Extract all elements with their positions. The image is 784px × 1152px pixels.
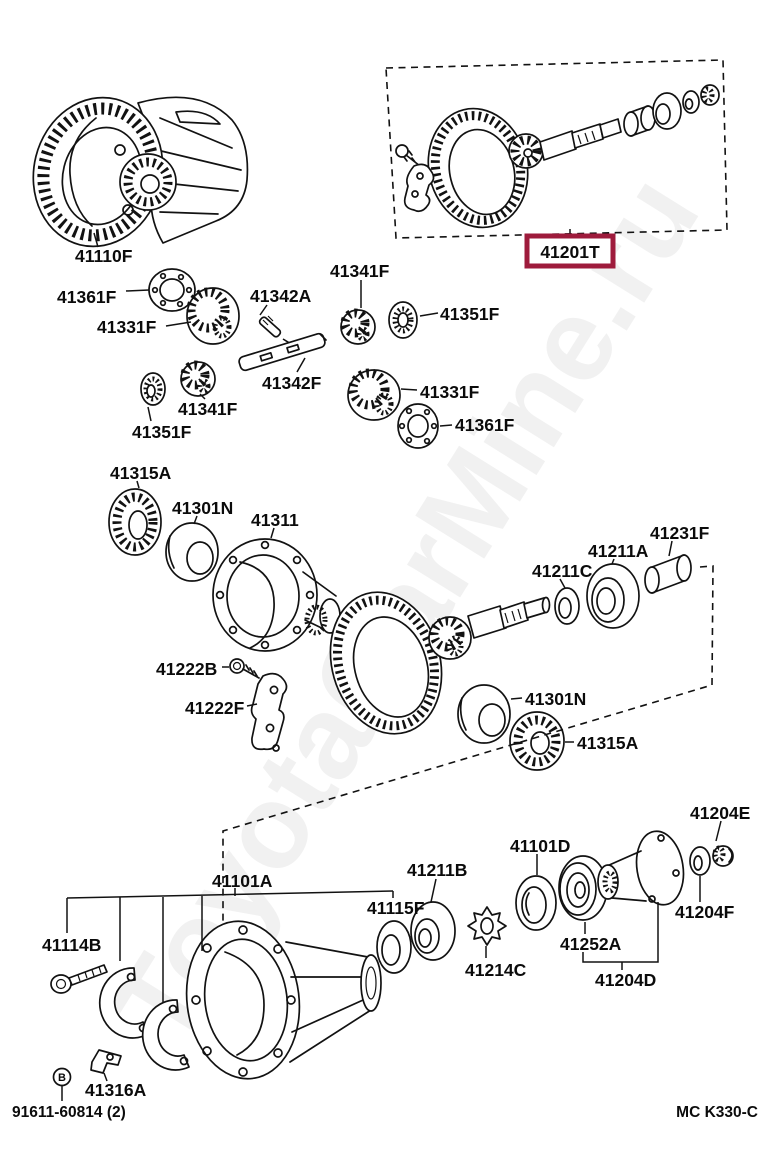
lock-bracket bbox=[90, 1049, 122, 1074]
front-washer bbox=[376, 920, 412, 974]
part-label-41214C: 41214C bbox=[465, 960, 527, 980]
bearing-race-right bbox=[457, 684, 511, 744]
drive-pinion-center bbox=[428, 596, 551, 660]
flange-nut bbox=[712, 845, 734, 867]
part-label-41311: 41311 bbox=[251, 510, 299, 530]
ring-gear-center bbox=[329, 591, 443, 735]
part-label-41211A: 41211A bbox=[588, 541, 649, 561]
fastener-code: 91611-60814 (2) bbox=[12, 1104, 126, 1121]
assembly-guide-line bbox=[222, 565, 714, 990]
bearing-cap-bolt bbox=[50, 964, 108, 994]
pinion-shaft bbox=[238, 332, 327, 372]
ring-gear-bolt bbox=[229, 658, 260, 679]
thrust-washer-upper-right bbox=[388, 301, 418, 339]
bolt-lock-plate bbox=[250, 672, 288, 752]
part-label-41201T[interactable]: 41201T bbox=[540, 242, 600, 262]
highlighted-part-41201T[interactable]: 41201T bbox=[524, 229, 616, 269]
pinion-front-bearing bbox=[586, 563, 640, 629]
part-label-41331F-right: 41331F bbox=[420, 382, 480, 402]
part-label-41101A: 41101A bbox=[212, 871, 273, 891]
side-gear-right bbox=[347, 368, 401, 421]
part-label-41110F: 41110F bbox=[75, 246, 133, 266]
pinion-gear-lower bbox=[180, 360, 216, 397]
part-labels: 41110F 41361F 41331F 41342A 41341F 41351… bbox=[42, 246, 750, 1100]
part-label-41315A-left: 41315A bbox=[110, 463, 172, 483]
part-label-41361F-left: 41361F bbox=[57, 287, 117, 307]
pinion-shaft-pin bbox=[258, 315, 305, 353]
bearing-cap-2 bbox=[141, 999, 190, 1071]
rear-pinion-bearing bbox=[410, 901, 456, 961]
part-label-41342F: 41342F bbox=[262, 373, 322, 393]
part-drawing-differential-assembly bbox=[32, 96, 249, 248]
part-label-41315A-right: 41315A bbox=[577, 733, 639, 753]
part-label-41252A: 41252A bbox=[560, 934, 622, 954]
part-label-41114B: 41114B bbox=[42, 935, 101, 955]
ring-gear-pinion-kit-box bbox=[385, 59, 728, 239]
part-label-41222B: 41222B bbox=[156, 659, 217, 679]
footer: B 91611-60814 (2) MC K330-C bbox=[12, 1067, 758, 1121]
fastener-marker-letter: B bbox=[58, 1072, 66, 1084]
part-label-41351F-right: 41351F bbox=[440, 304, 500, 324]
fastener-marker-circle bbox=[52, 1067, 72, 1087]
part-label-41211B: 41211B bbox=[407, 860, 467, 880]
differential-case bbox=[212, 538, 341, 652]
part-label-41301N-right: 41301N bbox=[525, 689, 586, 709]
side-gear-thrust-washer-left bbox=[148, 268, 196, 312]
companion-flange bbox=[597, 830, 685, 906]
pinion-gear-top bbox=[340, 308, 376, 345]
pinion-front-washer bbox=[554, 587, 580, 625]
part-label-41222F: 41222F bbox=[185, 698, 245, 718]
part-label-41204D: 41204D bbox=[595, 970, 656, 990]
part-label-41361F-right: 41361F bbox=[455, 415, 515, 435]
side-bearing-left bbox=[108, 488, 162, 556]
oil-seal bbox=[515, 875, 557, 931]
part-label-41204E: 41204E bbox=[690, 803, 750, 823]
part-label-41115F: 41115F bbox=[367, 898, 425, 918]
part-label-41341F-top: 41341F bbox=[330, 261, 390, 281]
drawing-code: MC K330-C bbox=[676, 1104, 758, 1121]
side-gear-left bbox=[186, 287, 240, 345]
part-label-41316A: 41316A bbox=[85, 1080, 147, 1100]
star-washer bbox=[467, 906, 507, 946]
side-bearing-right bbox=[509, 711, 565, 771]
part-label-41331F-left: 41331F bbox=[97, 317, 157, 337]
bearing-spacer bbox=[644, 554, 692, 594]
side-gear-thrust-washer-right bbox=[397, 403, 439, 449]
part-label-41342A: 41342A bbox=[250, 286, 312, 306]
part-label-41231F: 41231F bbox=[650, 523, 710, 543]
part-label-41341F-lower: 41341F bbox=[178, 399, 238, 419]
part-label-41211C: 41211C bbox=[532, 561, 593, 581]
part-label-41351F-left: 41351F bbox=[132, 422, 192, 442]
highlight-box[interactable] bbox=[524, 233, 616, 269]
carrier-housing bbox=[185, 920, 382, 1080]
leader-lines bbox=[61, 232, 722, 1101]
part-label-41204F: 41204F bbox=[675, 902, 735, 922]
bearing-race-left bbox=[165, 522, 219, 582]
thrust-washer-lower-left bbox=[140, 372, 166, 406]
part-label-41101D: 41101D bbox=[510, 836, 570, 856]
part-label-41301N-left: 41301N bbox=[172, 498, 233, 518]
flange-washer bbox=[689, 846, 711, 876]
